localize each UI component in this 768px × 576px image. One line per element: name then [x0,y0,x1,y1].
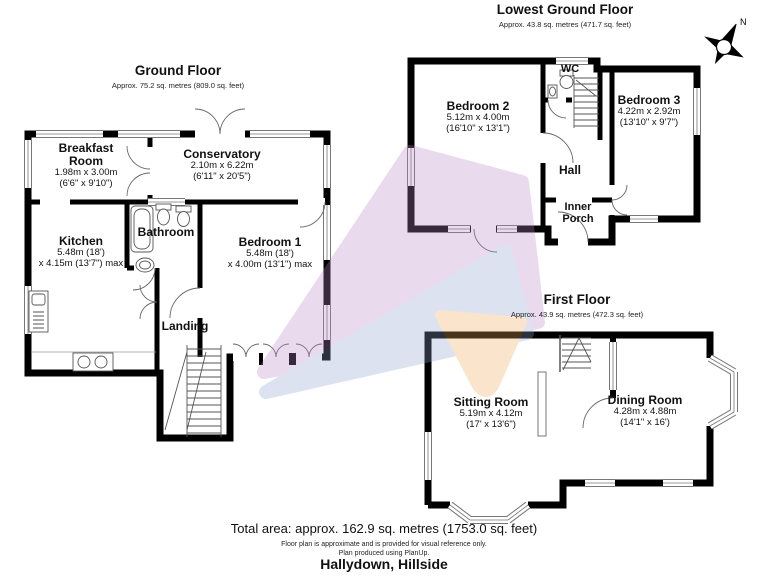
room-label-bedroom2: Bedroom 2 5.12m x 4.00m (16'10" x 13'1") [446,99,510,134]
floor-title: Ground Floor [134,63,222,78]
ground-floor-title: Ground Floor [78,63,278,79]
watermark-logo [257,145,545,399]
room-label-bedroom1: Bedroom 1 5.48m (18') x 4.00m (13'1") ma… [227,235,313,270]
toilet-icon [155,203,192,227]
room-label-wc: WC [560,63,580,75]
lowest-ground-floor-area: Approx. 43.8 sq. metres (471.7 sq. feet) [498,20,632,29]
lowest-windows [407,57,701,233]
total-area-text: Total area: approx. 162.9 sq. metres (17… [230,521,538,536]
lowest-ground-floor-title: Lowest Ground Floor [496,2,634,17]
first-floor-plan [424,331,738,524]
banister [537,371,547,437]
compass-north-label: N [740,17,747,27]
first-windows [424,342,738,524]
room-label-bedroom3: Bedroom 3 4.22m x 2.92m (13'10" x 9'7") [617,93,681,128]
room-label-breakfast: Breakfast Room 1.98m x 3.00m (6'6" x 9'1… [54,141,118,189]
basin-icon [135,257,155,273]
property-name: Hallydown, Hillside [320,556,448,572]
first-floor-area: Approx. 43.9 sq. metres (472.3 sq. feet) [510,310,644,319]
wc-toilet-icon [547,69,574,99]
disclaimer-line2: Plan produced using PlanUp. [338,550,430,557]
staircase-first [562,337,592,371]
first-door-arcs [582,397,614,429]
ground-door-arcs [126,108,326,358]
room-label-sitting-room: Sitting Room 5.19m x 4.12m (17' x 13'6") [453,395,529,430]
first-floor-title: First Floor [543,292,611,307]
disclaimer-line1: Floor plan is approximate and is provide… [281,541,487,548]
room-label-bathroom: Bathroom [137,225,195,239]
hob-icon [72,352,114,372]
ground-floor-plan [24,108,331,442]
lowest-ground-floor-plan [407,57,701,253]
lowest-door-arcs [473,99,628,253]
staircase-lowest [573,75,599,128]
ground-windows [24,130,331,340]
room-label-conservatory: Conservatory 2.10m x 6.22m (6'11" x 20'5… [183,147,261,182]
room-label-kitchen: Kitchen 5.48m (18') x 4.15m (13'7") max [38,234,124,269]
bathtub-icon [130,205,154,253]
ground-floor-area: Approx. 75.2 sq. metres (809.0 sq. feet) [111,81,245,90]
kitchen-sink-icon [28,290,49,333]
room-label-hall: Hall [558,163,581,177]
staircase-ground [164,345,222,437]
compass-icon: N [704,17,747,65]
room-label-dining-room: Dining Room 4.28m x 4.88m (14'1" x 16') [607,393,683,428]
room-label-landing: Landing [161,319,209,333]
room-label-inner-porch: Inner Porch [562,201,594,226]
